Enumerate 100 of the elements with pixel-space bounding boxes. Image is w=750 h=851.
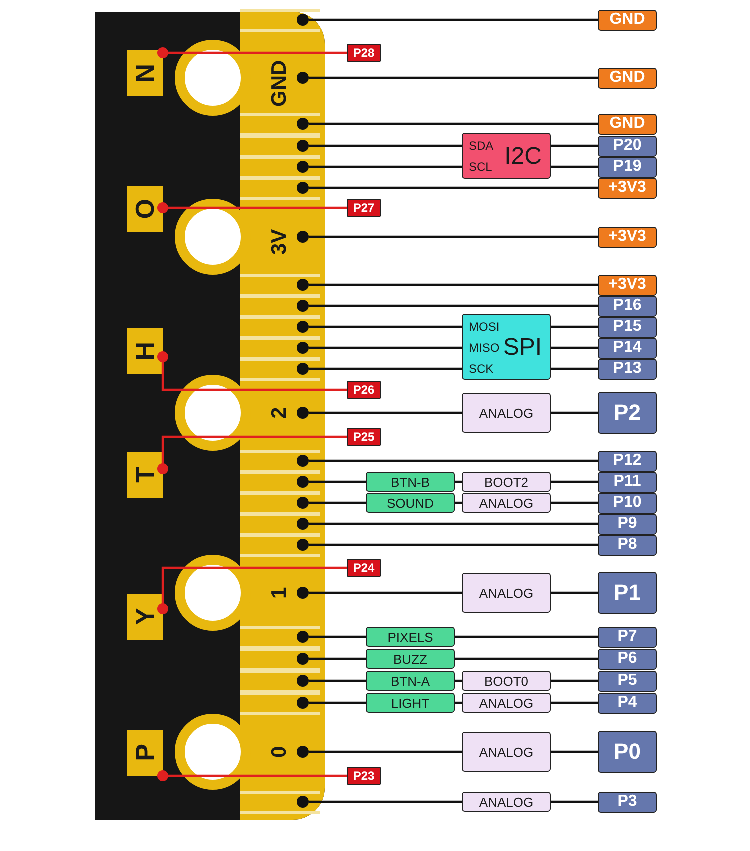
pin-number-tag: P25 (347, 428, 381, 446)
pin-label: P7 (598, 626, 657, 648)
bus-name: SPI (503, 334, 542, 362)
connector-line (309, 680, 366, 682)
connector-line (309, 122, 598, 126)
pin-label: P3 (598, 792, 657, 812)
connector-line (309, 236, 598, 238)
connector-line (551, 800, 598, 804)
function-tag: ANALOG (462, 732, 551, 772)
signal-name: SCL (469, 160, 492, 174)
pin-label: P11 (598, 472, 657, 492)
pin-label: P14 (598, 338, 657, 358)
pin-label: +3V3 (598, 178, 657, 198)
connector-line (158, 770, 347, 782)
connector-line (158, 436, 347, 474)
connector-line (551, 346, 598, 350)
signal-name: SDA (469, 139, 494, 153)
pin-number-tag: P28 (347, 44, 381, 62)
pin-label: P2 (598, 392, 657, 434)
connector-line (455, 636, 598, 638)
connector-line (551, 412, 598, 414)
connector-line (551, 680, 598, 682)
pin-label: P4 (598, 692, 657, 714)
connector-line (551, 326, 598, 328)
bus-box (462, 314, 551, 380)
pad-label: 0 (268, 745, 292, 760)
function-tag: LIGHT (366, 693, 455, 713)
connector-line (309, 522, 598, 526)
pin-label: GND (598, 68, 657, 88)
connector-line (309, 412, 462, 414)
connector-line (551, 480, 598, 484)
connector-line (309, 346, 462, 350)
pin-label: P0 (598, 731, 657, 773)
connector-line (551, 144, 598, 148)
connector-line (551, 502, 598, 504)
letter-pad: O (127, 186, 163, 232)
pad-label: 3V (268, 228, 292, 257)
function-tag: BUZZ (366, 649, 455, 669)
connector-line (455, 702, 462, 704)
pin-label: P16 (598, 296, 657, 316)
function-tag: BTN-B (366, 472, 455, 492)
pad-label: GND (268, 60, 292, 110)
connector-line (158, 48, 347, 58)
pin-number-tag: P24 (347, 559, 381, 577)
pin-number-tag: P27 (347, 199, 381, 217)
pad-label: 1 (268, 586, 292, 601)
function-tag: BOOT0 (462, 671, 551, 691)
connector-line (158, 566, 347, 614)
signal-name: SCK (469, 362, 494, 376)
pin-label: P6 (598, 648, 657, 670)
function-tag: ANALOG (462, 493, 551, 513)
connector-line (309, 186, 598, 190)
letter-pad: Y (127, 594, 163, 640)
pin-label: P8 (598, 534, 657, 556)
connector-line (455, 658, 598, 660)
pin-label: P10 (598, 492, 657, 514)
pin-label: GND (598, 114, 657, 134)
pad-label: 2 (268, 406, 292, 421)
function-tag: BOOT2 (462, 472, 551, 492)
connector-line (309, 304, 598, 308)
connector-line (551, 368, 598, 370)
connector-line (309, 658, 366, 660)
pin-label: P12 (598, 450, 657, 472)
connector-line (309, 800, 462, 804)
signal-name: MISO (469, 341, 500, 355)
pin-label: P13 (598, 358, 657, 380)
connector-line (309, 368, 462, 370)
pin-label: P1 (598, 572, 657, 614)
pin-label: +3V3 (598, 226, 657, 248)
connector-line (309, 502, 366, 504)
connector-line (551, 166, 598, 168)
connector-line (309, 592, 462, 594)
connector-line (158, 202, 347, 214)
connector-line (551, 750, 598, 754)
connector-line (309, 284, 598, 286)
letter-pad: T (127, 452, 163, 498)
function-tag: ANALOG (462, 393, 551, 433)
signal-name: MOSI (469, 320, 500, 334)
connector-line (309, 636, 366, 638)
connector-line (551, 592, 598, 594)
connector-line (158, 352, 347, 392)
function-tag: ANALOG (462, 792, 551, 812)
connector-line (455, 502, 462, 504)
connector-line (309, 480, 366, 484)
letter-pad: H (127, 328, 163, 374)
connector-line (551, 702, 598, 704)
connector-line (309, 144, 462, 148)
function-tag: SOUND (366, 493, 455, 513)
pin-label: P15 (598, 316, 657, 338)
connector-line (309, 460, 598, 462)
pin-label: P9 (598, 514, 657, 534)
letter-pad: N (127, 50, 163, 96)
connector-line (309, 166, 462, 168)
connector-line (309, 326, 462, 328)
function-tag: BTN-A (366, 671, 455, 691)
connector-line (455, 480, 462, 484)
connector-line (309, 702, 366, 704)
pin-label: P20 (598, 136, 657, 156)
bus-name: I2C (504, 143, 542, 171)
connector-line (309, 18, 598, 22)
